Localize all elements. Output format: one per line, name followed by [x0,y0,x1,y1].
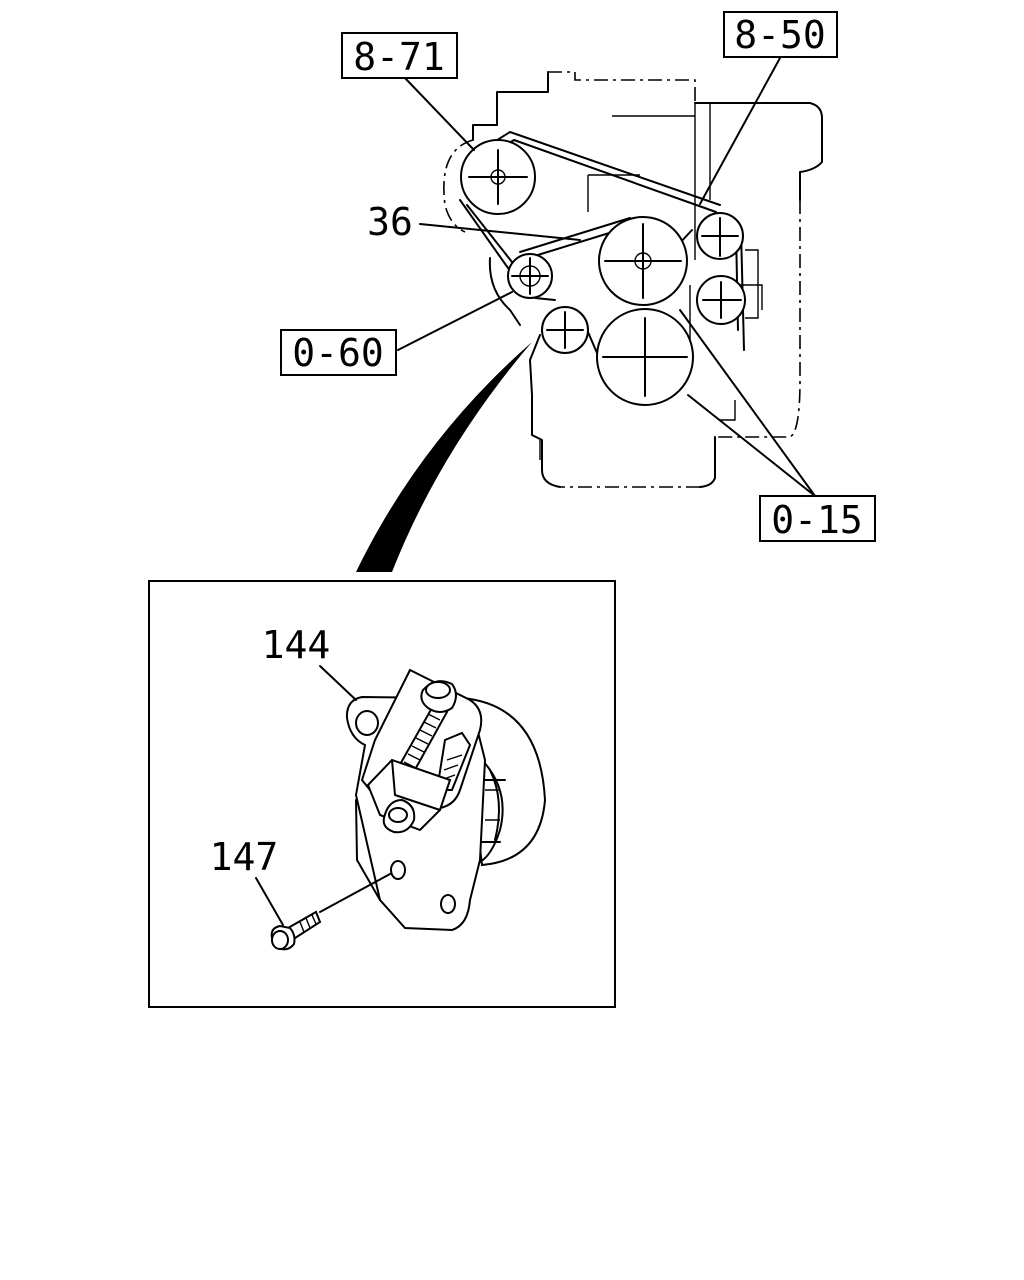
pulley-tensioner [541,306,589,354]
svg-text:36: 36 [367,200,413,244]
svg-text:8-50: 8-50 [734,13,826,57]
slider-block [366,758,452,834]
bolt-147 [270,873,391,951]
pulley-idler-0-60 [507,253,553,299]
svg-text:0-15: 0-15 [771,498,863,542]
callout-144: 144 [262,623,331,667]
callout-36: 36 [367,200,413,244]
callout-0-15: 0-15 [759,495,876,542]
callout-0-60: 0-60 [280,329,397,376]
detail-view: 144 147 [148,580,616,1008]
adjusting-screw [396,680,457,777]
pulley-upper-large [598,216,688,306]
callout-8-71: 8-71 [341,32,458,79]
pulley-lower-large [596,308,694,406]
pulley-8-50 [696,212,744,260]
callout-147: 147 [210,835,279,879]
leader-144 [319,665,357,701]
top-leader-lines [397,57,816,497]
callout-8-50: 8-50 [723,11,838,58]
pulley-right-small [696,275,746,325]
svg-text:8-71: 8-71 [353,35,445,79]
svg-text:0-60: 0-60 [292,331,384,375]
leader-147 [255,877,284,926]
detail-pointer [356,342,532,572]
pulley-8-71 [460,139,536,215]
